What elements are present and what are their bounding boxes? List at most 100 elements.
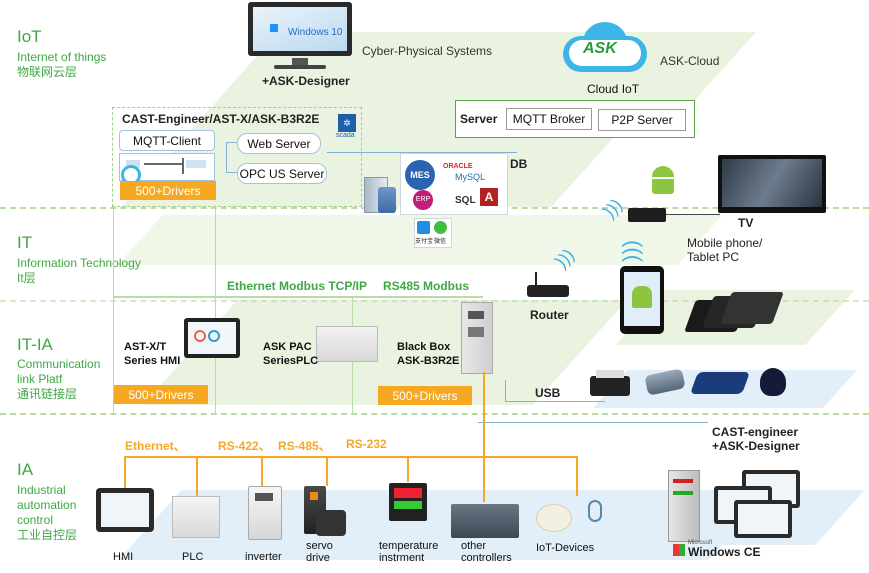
erp-icon: ERP [413,190,433,210]
db-label: DB [510,157,528,171]
ethernet-bus-label: Ethernet Modbus TCP/IP [227,279,368,293]
device-label-plc: PLC [182,551,204,563]
separator-it-itia [0,300,869,302]
keyboard-icon [689,372,751,394]
drop-line [483,456,485,502]
mysql-label: MySQL [455,172,486,182]
connector [226,172,237,173]
scada-label: scada [336,132,355,139]
cast-engineer-label: CAST-engineer+ASK-Designer [712,425,800,453]
device-label-inverter: inverter [245,551,282,563]
engineer-title: CAST-Engineer/AST-X/ASK-B3R2E [122,112,320,126]
router-label: Router [530,308,569,322]
panel-icon [734,500,792,538]
mes-icon: MES [405,160,435,190]
vline [113,205,114,413]
ask-cloud-label: ASK-Cloud [660,54,720,68]
p2p-server-box: P2P Server [598,109,686,131]
wifi-icon: ))) [617,240,643,262]
wechat-icon [434,221,447,234]
drivers-box-right: 500+Drivers [378,386,472,405]
blackbox-device-icon [461,302,493,374]
hmi-device-icon [184,318,240,358]
bus-line-orange [124,456,578,458]
drop-line [407,456,409,482]
usb-line [505,380,506,402]
rs485-bus-label: RS485 Modbus [383,279,470,293]
servo-drive-icon [304,486,348,538]
inverter-icon [248,486,282,540]
hmi-icon [96,488,154,532]
usb-label: USB [535,386,561,400]
mqtt-broker-box: MQTT Broker [506,108,592,130]
layer-itia-title: IT-IA [17,335,53,354]
protocol-rs485: RS-485、 [278,439,331,453]
usb-line [505,401,605,402]
link-line [478,422,708,423]
router-icon [527,272,569,298]
designer-label: +ASK-Designer [262,74,350,88]
protocol-rs232: RS-232 [346,437,387,451]
tv-label: TV [738,216,754,230]
vline [215,205,216,413]
layer-iot-title: IoT [17,27,42,46]
windows-label: Windows 10 [288,27,343,38]
controller-icon [451,504,519,538]
erp-label: ERP [415,196,431,203]
temperature-icon [389,483,427,521]
device-label-iot: IoT-Devices [536,542,595,554]
opc-server-box: OPC US Server [237,163,327,184]
drop-line [326,456,328,486]
protocol-rs422: RS-422、 [218,439,271,453]
layer-it-title: IT [17,233,33,252]
tv-line [666,214,720,215]
cloud-icon [555,18,655,76]
mes-label: MES [410,170,430,180]
cloud-logo: ASK [583,40,617,57]
plc-device-icon [316,326,378,362]
windows-ce-small: Microsoft [688,540,713,546]
oracle-label: ORACLE [443,163,473,170]
android-icon [650,166,676,194]
access-icon: A [480,188,498,206]
cps-label: Cyber-Physical Systems [362,44,493,58]
mqtt-client-box: MQTT-Client [119,130,215,151]
windows-ce-label: Windows CE [688,545,761,559]
tv-box-icon [628,208,666,222]
drop-line [261,456,263,486]
scada-icon: ✲ [338,114,356,132]
drop-line [196,456,198,496]
protocol-ethernet: Ethernet、 [125,439,186,453]
drop-line [576,456,578,496]
sql-label: SQL [455,195,476,206]
bus-line-orange [483,372,485,457]
iot-tag-icon [588,500,602,522]
server-label: Server [460,112,498,126]
web-server-box: Web Server [237,133,321,154]
connector [327,152,517,153]
tablets-icon [684,292,784,334]
wechat-label: 微信 [434,239,447,245]
drop-line [124,456,126,488]
cloud-iot-label: Cloud IoT [587,82,640,96]
monitor-icon [244,2,356,70]
windows-ce-flag-icon [673,544,685,556]
alipay-label: 支付宝 [415,239,434,245]
connector [226,142,227,172]
tv-icon [718,155,826,213]
drivers-box-top: 500+Drivers [120,181,216,200]
db-server-icon [364,177,396,215]
mouse-icon [760,368,786,396]
separator-itia-ia [0,413,869,415]
plc-icon [172,496,220,538]
